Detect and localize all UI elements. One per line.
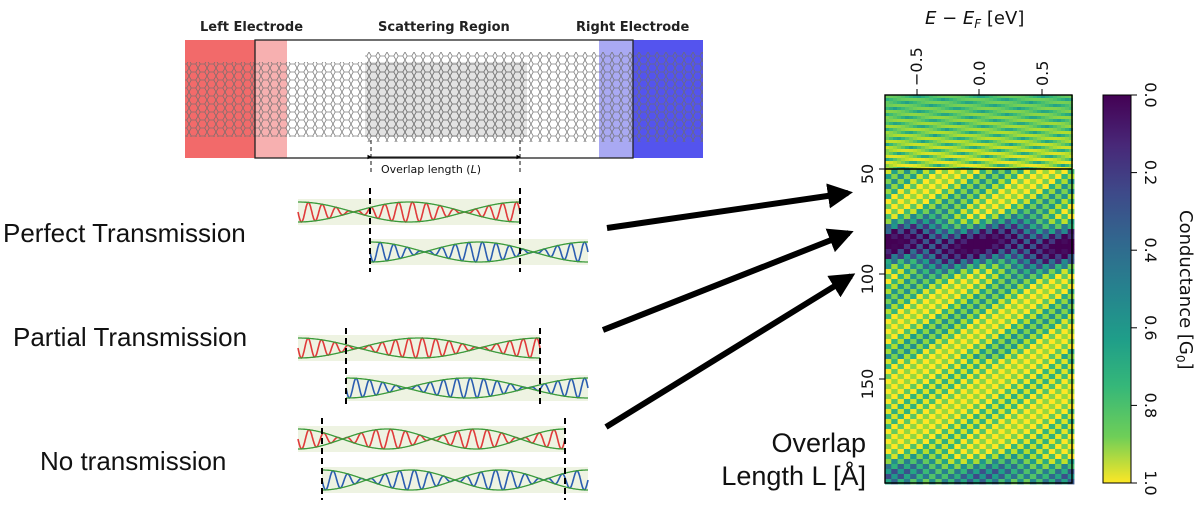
right-electrode-label: Right Electrode xyxy=(576,20,689,35)
x-tick-neg: −0.5 xyxy=(907,47,926,86)
x-axis-title: E − EF [eV] xyxy=(925,8,1024,31)
heatmap-cells xyxy=(885,95,1075,485)
none-right-wave-envelope xyxy=(322,469,588,491)
wavefunction-diagrams xyxy=(297,188,589,500)
partial-left-wave-envelope xyxy=(298,337,540,359)
y-axis: 50 100 150 xyxy=(858,164,885,399)
scattering-region-label: Scattering Region xyxy=(378,20,510,35)
x-tick-pos: 0.5 xyxy=(1033,61,1052,86)
colorbar-tick-label: 0.0 xyxy=(1141,82,1160,107)
colorbar-tick-label: 0.2 xyxy=(1141,160,1160,185)
perfect-right-wave-envelope xyxy=(370,241,588,263)
y-tick-50: 50 xyxy=(858,164,877,184)
arrow-none xyxy=(604,273,856,430)
perfect-right-wave xyxy=(369,241,589,263)
colorbar-tick-label: 1.0 xyxy=(1141,470,1160,495)
conductance-heatmap: −0.5 0.0 0.5 E − EF [eV] 50 100 150 Over… xyxy=(721,8,1075,491)
right-tube xyxy=(365,52,703,142)
y-axis-title-line1: Overlap xyxy=(771,428,866,458)
colorbar-title: Conductance [G0] xyxy=(1173,210,1196,370)
left-electrode-label: Left Electrode xyxy=(200,20,303,35)
colorbar: 0.0 0.2 0.4 0.6 0.8 1.0 Conductance [G0] xyxy=(1102,82,1196,496)
arrow-perfect xyxy=(606,183,853,231)
overlap-tube-region xyxy=(365,62,527,137)
partial-transmission-label: Partial Transmission xyxy=(13,322,247,352)
colorbar-ticks: 0.0 0.2 0.4 0.6 0.8 1.0 xyxy=(1131,82,1160,496)
no-transmission-label: No transmission xyxy=(40,446,226,476)
perfect-left-wave-envelope xyxy=(298,201,520,223)
none-left-wave-envelope xyxy=(298,428,565,450)
partial-right-wave-envelope xyxy=(346,377,588,399)
overlap-length-label: Overlap length (L) xyxy=(381,163,481,176)
y-axis-title-line2: Length L [Å] xyxy=(721,460,866,491)
perfect-right-wave-envelope xyxy=(370,241,588,263)
schematic: Left Electrode Scattering Region Right E… xyxy=(185,20,703,176)
x-axis: −0.5 0.0 0.5 E − EF [eV] xyxy=(907,8,1052,95)
perfect-left-wave-envelope xyxy=(298,201,520,223)
partial-left-wave xyxy=(297,337,541,359)
pointer-arrows xyxy=(601,183,856,430)
perfect-transmission-label: Perfect Transmission xyxy=(3,218,246,248)
colorbar-tick-label: 0.8 xyxy=(1141,393,1160,418)
partial-left-wave-envelope xyxy=(298,337,540,359)
colorbar-tick-label: 0.6 xyxy=(1141,315,1160,340)
x-tick-zero: 0.0 xyxy=(970,61,989,86)
y-tick-150: 150 xyxy=(858,369,877,400)
partial-right-wave xyxy=(345,377,589,399)
arrow-partial xyxy=(601,228,854,333)
colorbar-tick-label: 0.4 xyxy=(1141,237,1160,262)
partial-right-wave-envelope xyxy=(346,377,588,399)
perfect-left-wave xyxy=(297,201,521,223)
y-tick-100: 100 xyxy=(858,264,877,295)
colorbar-gradient xyxy=(1102,94,1132,484)
